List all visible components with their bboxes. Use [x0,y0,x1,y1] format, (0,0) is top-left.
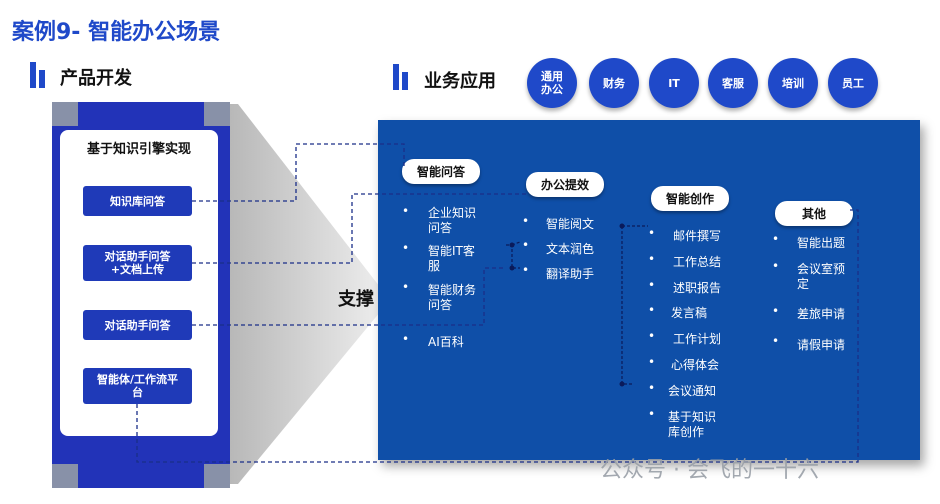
item-ai-encyclopedia: AI百科 [428,335,464,349]
bullet-icon: • [648,303,656,317]
circle-training: 培训 [768,58,818,108]
item-smart-quiz: 智能出题 [797,236,846,250]
pill-smart-qa: 智能问答 [402,159,480,184]
btn-assistant-doc-upload[interactable]: 对话助手问答 +文档上传 [83,245,192,281]
circle-it: IT [649,58,699,108]
support-label: 支撑 [338,289,374,310]
bullet-icon: • [402,204,410,218]
btn-knowledge-qa[interactable]: 知识库问答 [83,186,192,216]
item-kb-creation: 基于知识 库创作 [668,410,717,439]
bullet-icon: • [648,252,656,266]
circle-general-office: 通用 办公 [527,58,577,108]
item-meeting-notice: 会议通知 [668,384,717,398]
btn-assistant-qa[interactable]: 对话助手问答 [83,310,192,340]
bullet-icon: • [402,280,410,294]
item-smart-reading: 智能阅文 [546,217,595,231]
item-smart-it-service: 智能IT客 服 [428,244,475,273]
item-travel-request: 差旅申请 [797,307,846,321]
item-speech-draft: 发言稿 [671,306,708,320]
watermark: 公众号 · 会飞的一十六 [600,458,819,483]
pill-others: 其他 [775,201,853,226]
bullet-icon: • [522,263,530,277]
item-reflections: 心得体会 [671,358,720,372]
frame-corner [52,102,78,126]
item-email-writing: 邮件撰写 [673,229,722,243]
bullet-icon: • [402,241,410,255]
bullet-icon: • [772,259,780,273]
bullet-icon: • [522,238,530,252]
item-translation-assistant: 翻译助手 [546,267,595,281]
bullet-icon: • [648,329,656,343]
circle-finance: 财务 [589,58,639,108]
item-text-polish: 文本润色 [546,242,595,256]
page-title: 案例9- 智能办公场景 [12,20,221,45]
item-meeting-room-booking: 会议室预 定 [797,262,846,291]
bullet-icon: • [648,407,656,421]
item-work-plan: 工作计划 [673,332,722,346]
circle-customer-service: 客服 [708,58,758,108]
section-label-product: 产品开发 [60,68,132,89]
item-smart-finance-qa: 智能财务 问答 [428,283,477,312]
bullet-icon: • [402,332,410,346]
bullet-icon: • [648,278,656,292]
btn-agent-workflow-platform[interactable]: 智能体/工作流平 台 [83,368,192,404]
bullet-icon: • [648,355,656,369]
bullet-icon: • [772,334,780,348]
bullet-icon: • [772,304,780,318]
pill-office-efficiency: 办公提效 [526,172,604,197]
bullet-icon: • [522,214,530,228]
frame-corner [204,102,230,126]
section-bar-icon [393,64,409,90]
pill-smart-creation: 智能创作 [651,186,729,211]
section-label-business: 业务应用 [424,71,496,92]
item-enterprise-knowledge-qa: 企业知识 问答 [428,206,477,235]
item-work-summary: 工作总结 [673,255,722,269]
bullet-icon: • [648,381,656,395]
item-leave-request: 请假申请 [797,338,846,352]
section-bar-icon [30,62,46,88]
circle-employee: 员工 [828,58,878,108]
product-inner-title: 基于知识引擎实现 [86,142,191,157]
frame-corner [204,464,230,488]
item-duty-report: 述职报告 [673,281,722,295]
bullet-icon: • [772,232,780,246]
frame-corner [52,464,78,488]
bullet-icon: • [648,226,656,240]
